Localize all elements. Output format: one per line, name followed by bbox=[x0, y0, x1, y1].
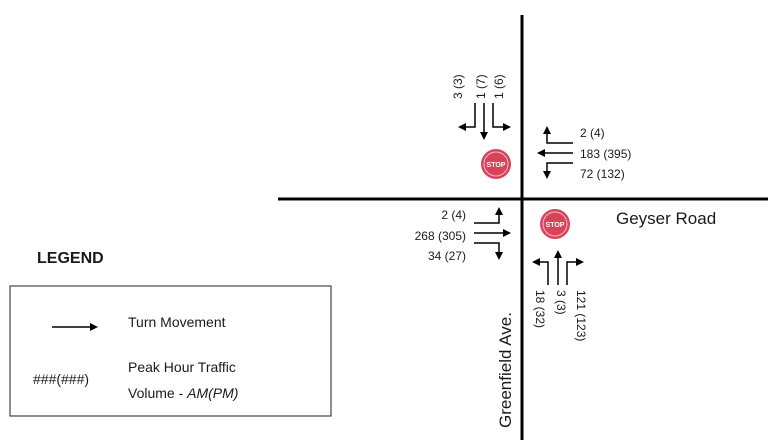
nb-left-arrow bbox=[532, 258, 549, 285]
westbound-arrows bbox=[537, 126, 573, 179]
wb-volume-through: 183 (395) bbox=[580, 147, 631, 161]
northbound-arrows bbox=[532, 250, 584, 285]
road-name-greenfield: Greenfield Ave. bbox=[496, 312, 515, 428]
stop-sign-text: STOP bbox=[546, 222, 565, 229]
legend-volume-line2-plain: Volume - bbox=[128, 385, 187, 401]
legend-box bbox=[9, 285, 332, 417]
sb-right-arrow bbox=[492, 103, 511, 131]
legend-volume-line2-italic: AM(PM) bbox=[186, 385, 238, 401]
legend-volume-line1: Peak Hour Traffic bbox=[128, 359, 236, 375]
legend-title: LEGEND bbox=[37, 250, 104, 267]
southbound-arrows bbox=[458, 103, 511, 140]
eb-left-arrow bbox=[474, 207, 503, 224]
nb-right-arrow bbox=[566, 258, 584, 285]
wb-volume-left: 72 (132) bbox=[580, 167, 625, 181]
sb-volume-through: 1 (7) bbox=[474, 74, 488, 99]
stop-sign-text: STOP bbox=[487, 162, 506, 169]
sb-volume-left: 3 (3) bbox=[451, 74, 465, 99]
wb-right-arrow bbox=[543, 126, 573, 144]
legend-volume-symbol: ###(###) bbox=[33, 371, 89, 387]
nb-volume-through: 3 (3) bbox=[554, 290, 568, 315]
legend-turn-movement: Turn Movement bbox=[128, 314, 226, 330]
sb-volume-right: 1 (6) bbox=[492, 74, 506, 99]
eb-right-arrow bbox=[474, 242, 503, 260]
road-name-geyser: Geyser Road bbox=[616, 209, 716, 228]
sb-left-arrow bbox=[458, 103, 476, 131]
stop-sign-icon: STOP bbox=[481, 149, 511, 179]
nb-volume-left: 18 (32) bbox=[533, 290, 547, 328]
stop-sign-icon: STOP bbox=[540, 209, 570, 239]
eb-volume-through: 268 (305) bbox=[415, 229, 466, 243]
nb-volume-right: 121 (123) bbox=[574, 290, 588, 341]
eb-volume-right: 34 (27) bbox=[428, 249, 466, 263]
wb-left-arrow bbox=[543, 162, 573, 179]
eb-volume-left: 2 (4) bbox=[441, 208, 466, 222]
legend-volume-line2: Volume - AM(PM) bbox=[128, 385, 238, 401]
eastbound-arrows bbox=[474, 207, 511, 260]
wb-volume-right: 2 (4) bbox=[580, 126, 605, 140]
